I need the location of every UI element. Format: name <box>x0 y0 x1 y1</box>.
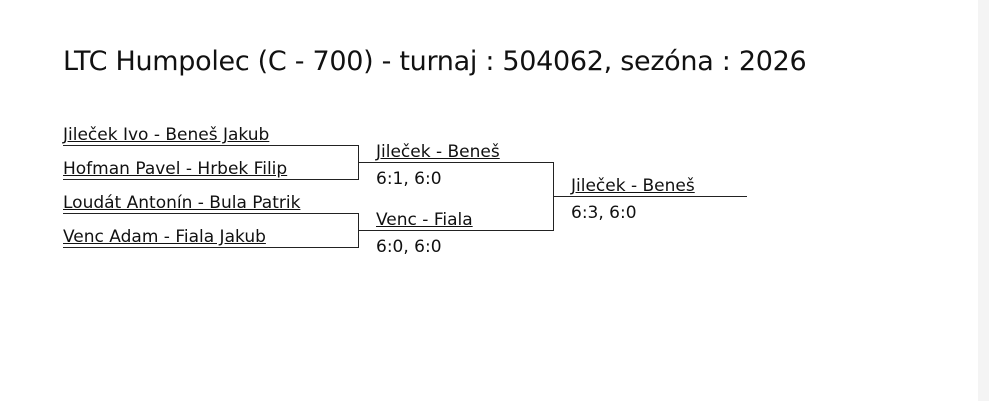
semifinal-winner[interactable]: Jileček - Beneš <box>376 142 500 162</box>
semifinal-winner[interactable]: Venc - Fiala <box>376 210 473 230</box>
semifinal-score: 6:1, 6:0 <box>376 169 442 189</box>
bracket-line <box>63 247 358 248</box>
player-pair[interactable]: Venc Adam - Fiala Jakub <box>63 227 266 247</box>
final-winner[interactable]: Jileček - Beneš <box>571 176 695 196</box>
scrollbar-track <box>978 0 989 401</box>
bracket-line <box>358 230 553 231</box>
player-pair[interactable]: Loudát Antonín - Bula Patrik <box>63 193 301 213</box>
player-pair[interactable]: Hofman Pavel - Hrbek Filip <box>63 159 288 179</box>
page-title: LTC Humpolec (C - 700) - turnaj : 504062… <box>63 46 807 77</box>
semifinal-score: 6:0, 6:0 <box>376 237 442 257</box>
bracket-line <box>63 145 358 146</box>
bracket-line <box>553 196 747 197</box>
bracket-line <box>63 213 358 214</box>
final-score: 6:3, 6:0 <box>571 203 637 223</box>
player-pair[interactable]: Jileček Ivo - Beneš Jakub <box>63 125 270 145</box>
bracket-line <box>358 162 553 163</box>
bracket-line <box>63 179 358 180</box>
